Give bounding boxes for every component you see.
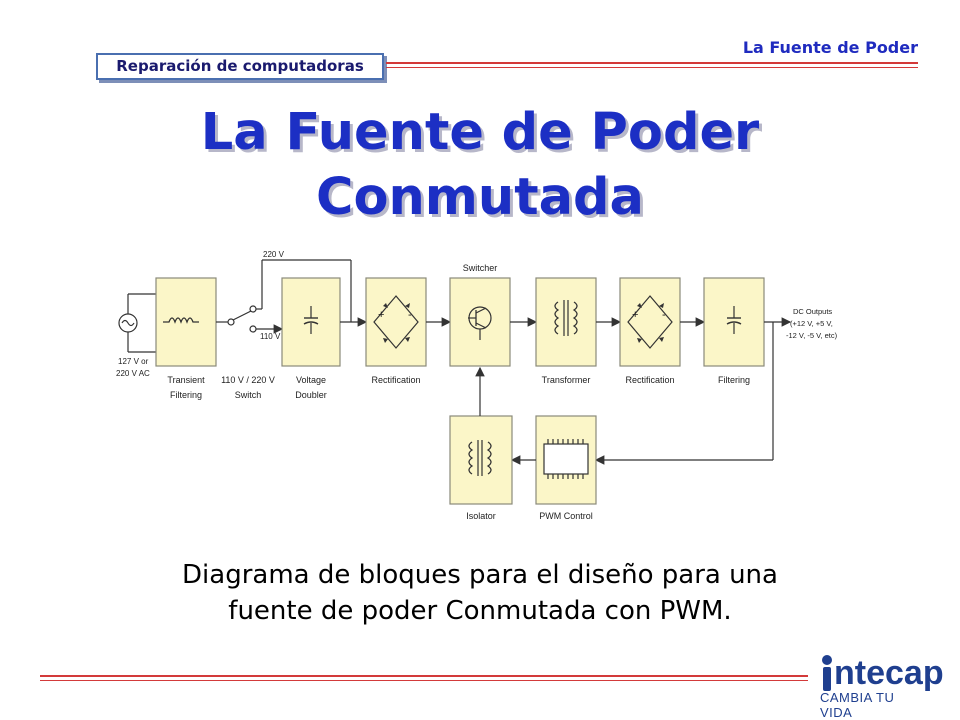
label-doubler-1: Voltage bbox=[296, 375, 326, 385]
course-badge-label: Reparación de computadoras bbox=[116, 57, 364, 75]
logo-figure-icon bbox=[822, 655, 832, 691]
label-pwm: PWM Control bbox=[539, 511, 593, 521]
block-rectification-1: + - bbox=[365, 277, 427, 367]
logo-tagline: CAMBIA TU VIDA bbox=[820, 690, 895, 720]
block-rectification-2: + - bbox=[619, 277, 681, 367]
intecap-logo: ntecap CAMBIA TU VIDA bbox=[818, 650, 944, 720]
label-110v: 110 V bbox=[260, 332, 281, 341]
svg-text:-: - bbox=[662, 309, 666, 321]
label-rect1: Rectification bbox=[371, 375, 420, 385]
dc-outputs-3: -12 V, -5 V, etc) bbox=[786, 331, 838, 340]
block-isolator bbox=[449, 415, 513, 505]
svg-text:-: - bbox=[408, 309, 412, 321]
section-title: La Fuente de Poder bbox=[742, 38, 918, 57]
input-label-1: 127 V or bbox=[118, 357, 149, 366]
slide-title-line1: La Fuente de Poder bbox=[200, 103, 760, 162]
ac-source bbox=[118, 293, 156, 353]
slide-title-line2: Conmutada bbox=[316, 168, 644, 227]
label-transformer: Transformer bbox=[542, 375, 591, 385]
header-rule bbox=[386, 62, 918, 64]
input-label-2: 220 V AC bbox=[116, 369, 150, 378]
svg-text:+: + bbox=[632, 309, 638, 321]
block-voltage-doubler bbox=[281, 277, 341, 367]
chip-icon bbox=[543, 443, 589, 475]
transformer-icon bbox=[554, 301, 560, 335]
transformer-icon bbox=[468, 441, 474, 475]
label-doubler-2: Doubler bbox=[295, 390, 327, 400]
label-isolator: Isolator bbox=[466, 511, 496, 521]
label-switch-2: Switch bbox=[235, 390, 262, 400]
label-switch-1: 110 V / 220 V bbox=[221, 375, 275, 385]
bridge-rectifier-icon bbox=[373, 295, 419, 349]
bridge-rectifier-icon bbox=[627, 295, 673, 349]
course-badge: Reparación de computadoras bbox=[96, 53, 384, 80]
inductor-icon bbox=[163, 317, 199, 324]
dc-outputs-2: (+12 V, +5 V, bbox=[790, 319, 833, 328]
caption-line1: Diagrama de bloques para el diseño para … bbox=[182, 560, 778, 590]
label-transient-1: Transient bbox=[167, 375, 205, 385]
svg-text:+: + bbox=[378, 309, 384, 321]
footer-rule-thin bbox=[40, 680, 808, 681]
dc-outputs-1: DC Outputs bbox=[793, 307, 832, 316]
header-rule-thin bbox=[386, 67, 918, 68]
label-switcher: Switcher bbox=[463, 263, 498, 273]
block-transient-filtering bbox=[155, 277, 217, 367]
logo-name: ntecap bbox=[834, 654, 944, 692]
label-rect2: Rectification bbox=[625, 375, 674, 385]
label-220v: 220 V bbox=[263, 250, 285, 259]
label-transient-2: Filtering bbox=[170, 390, 202, 400]
block-switcher bbox=[449, 277, 511, 367]
voltage-switch-icon bbox=[227, 259, 352, 334]
block-transformer bbox=[535, 277, 597, 367]
caption-line2: fuente de poder Conmutada con PWM. bbox=[228, 596, 732, 626]
block-filtering bbox=[703, 277, 765, 367]
block-pwm-control bbox=[535, 415, 597, 505]
footer-rule bbox=[40, 675, 808, 677]
label-filtering: Filtering bbox=[718, 375, 750, 385]
